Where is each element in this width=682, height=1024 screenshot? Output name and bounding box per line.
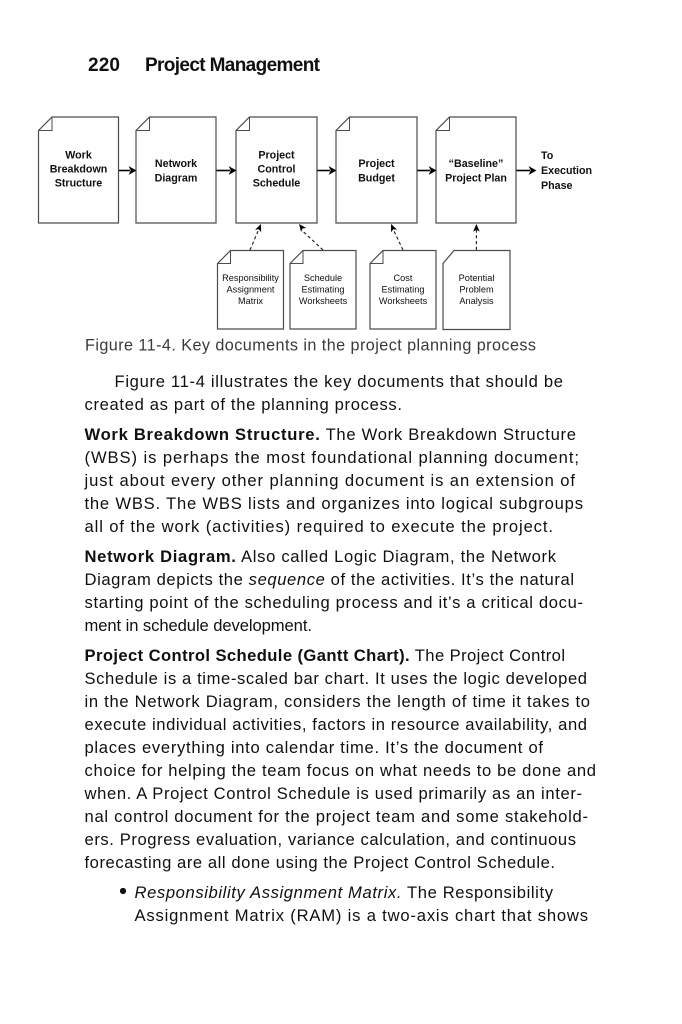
svg-text:Matrix: Matrix — [238, 296, 263, 306]
svg-text:Schedule: Schedule — [304, 273, 342, 283]
svg-text:(WBS) is perhaps the most foun: (WBS) is perhaps the most foundational p… — [85, 448, 580, 467]
svg-text:Execution: Execution — [541, 165, 592, 177]
svg-text:Project Control Schedule (Gant: Project Control Schedule (Gantt Chart). … — [85, 646, 566, 665]
svg-text:Cost: Cost — [394, 273, 413, 283]
svg-text:Responsibility: Responsibility — [222, 273, 279, 283]
svg-text:Analysis: Analysis — [459, 296, 494, 306]
svg-text:places everything into calenda: places everything into calendar time. It… — [85, 738, 544, 757]
svg-text:choice for helping the team fo: choice for helping the team focus on wha… — [85, 761, 597, 780]
svg-text:“Baseline”: “Baseline” — [449, 158, 504, 170]
svg-text:Project: Project — [258, 150, 295, 162]
svg-text:when. A Project Control Schedu: when. A Project Control Schedule is used… — [84, 784, 583, 803]
svg-text:Assignment: Assignment — [226, 285, 274, 295]
svg-text:the WBS. The WBS lists and org: the WBS. The WBS lists and organizes int… — [85, 494, 584, 513]
svg-text:Worksheets: Worksheets — [379, 296, 428, 306]
svg-text:Responsibility Assignment Matr: Responsibility Assignment Matrix. The Re… — [135, 883, 554, 902]
svg-text:Assignment Matrix (RAM) is a t: Assignment Matrix (RAM) is a two-axis ch… — [135, 906, 589, 925]
svg-text:Structure: Structure — [55, 178, 103, 190]
svg-text:Problem: Problem — [459, 285, 494, 295]
svg-text:Project: Project — [358, 158, 395, 170]
svg-text:Phase: Phase — [541, 180, 573, 192]
svg-text:Schedule is a time-scaled bar: Schedule is a time-scaled bar chart. It … — [85, 669, 588, 688]
svg-text:Diagram: Diagram — [155, 173, 198, 185]
svg-text:Project Plan: Project Plan — [445, 173, 507, 185]
svg-text:Schedule: Schedule — [253, 178, 301, 190]
svg-text:Figure 11-4 illustrates the ke: Figure 11-4 illustrates the key document… — [115, 372, 564, 391]
svg-text:Work: Work — [65, 150, 92, 162]
svg-text:in the Network Diagram, consid: in the Network Diagram, considers the le… — [85, 692, 591, 711]
svg-text:execute individual activities,: execute individual activities, factors i… — [85, 715, 588, 734]
svg-text:Network Diagram. Also called L: Network Diagram. Also called Logic Diagr… — [85, 547, 557, 566]
svg-text:starting point of the scheduli: starting point of the scheduling process… — [85, 593, 584, 612]
svg-text:just about every other plannin: just about every other planning document… — [84, 471, 576, 490]
svg-text:Work Breakdown Structure. The: Work Breakdown Structure. The Work Break… — [85, 425, 577, 444]
svg-text:forecasting are all done using: forecasting are all done using the Proje… — [85, 853, 556, 872]
svg-text:Figure 11-4. Key documents in: Figure 11-4. Key documents in the projec… — [85, 337, 536, 355]
svg-text:Estimating: Estimating — [302, 285, 345, 295]
svg-text:Worksheets: Worksheets — [299, 296, 348, 306]
svg-text:Estimating: Estimating — [382, 285, 425, 295]
svg-text:Breakdown: Breakdown — [50, 164, 108, 176]
svg-text:Diagram depicts the sequence o: Diagram depicts the sequence of the acti… — [85, 570, 575, 589]
svg-text:Network: Network — [155, 158, 197, 170]
svg-text:Control: Control — [258, 164, 296, 176]
svg-text:To: To — [541, 150, 554, 162]
svg-text:ers. Progress evaluation, vari: ers. Progress evaluation, variance calcu… — [85, 830, 577, 849]
svg-text:all of the work (activities) r: all of the work (activities) required to… — [85, 517, 554, 536]
svg-text:created as part of the plannin: created as part of the planning process. — [85, 395, 403, 414]
svg-text:ment in schedule development.: ment in schedule development. — [85, 616, 313, 635]
svg-text:220: 220 — [88, 55, 120, 76]
svg-text:Project Management: Project Management — [145, 55, 321, 76]
svg-text:Budget: Budget — [358, 173, 395, 185]
svg-text:nal control document for the p: nal control document for the project tea… — [85, 807, 589, 826]
svg-text:Potential: Potential — [459, 273, 495, 283]
